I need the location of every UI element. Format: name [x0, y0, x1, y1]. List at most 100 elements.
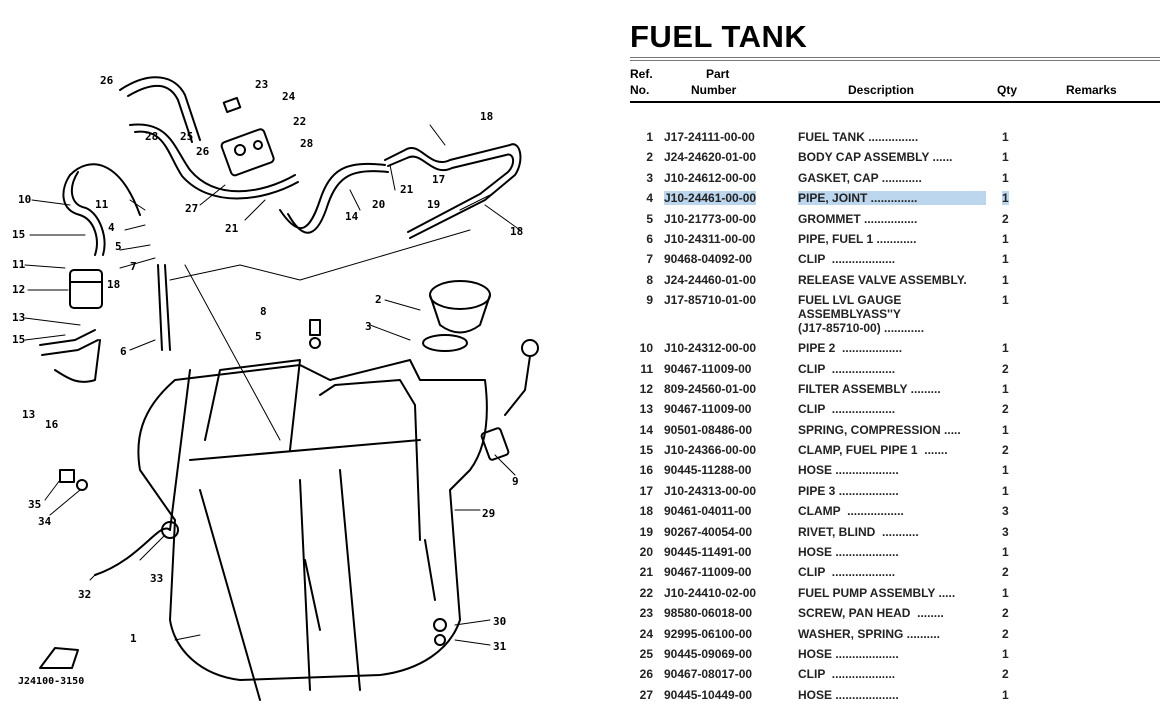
ref-cell: 7: [646, 252, 653, 267]
description-cell: GROMMET ................: [798, 211, 918, 226]
description-cell: FUEL LVL GAUGE ASSEMBLYASS''Y (J17-85710…: [798, 293, 925, 336]
callout: 30: [493, 615, 506, 628]
callout: 3: [365, 320, 372, 333]
part-number-cell: J17-24111-00-00: [664, 130, 755, 144]
callout: 7: [130, 260, 137, 273]
part-number-cell: 90445-11288-00: [664, 463, 752, 478]
ref-cell: 19: [639, 524, 653, 539]
description-cell: HOSE ...................: [798, 463, 899, 478]
callout: 29: [482, 507, 495, 520]
callout: 1: [130, 632, 137, 645]
callout: 35: [28, 498, 41, 511]
description-cell: HOSE ...................: [798, 687, 899, 702]
callout: 11: [12, 258, 26, 271]
part-number-cell: 90267-40054-00: [664, 524, 753, 539]
description-cell: BODY CAP ASSEMBLY ......: [798, 150, 953, 165]
title-rule: [630, 57, 1160, 58]
hose-10: [62, 174, 98, 256]
qty-cell: 1: [1002, 170, 1009, 185]
ref-cell: 11: [640, 361, 653, 376]
callout: 17: [432, 173, 445, 186]
qty-cell: 1: [1002, 272, 1009, 287]
header-remarks: Remarks: [1066, 83, 1117, 97]
qty-cell: 2: [1002, 402, 1009, 417]
callout: 8: [260, 305, 267, 318]
qty-cell: 2: [1002, 211, 1009, 226]
part-number-cell: J10-24312-00-00: [664, 341, 757, 356]
fuel-tank: [137, 359, 488, 681]
description-cell: SPRING, COMPRESSION .....: [798, 422, 961, 437]
callout: 27: [185, 202, 198, 215]
qty-cell: 3: [1002, 504, 1009, 519]
header-part-2: Number: [691, 83, 737, 97]
ref-cell: 25: [639, 646, 653, 661]
qty-cell: 1: [1002, 687, 1009, 702]
callout: 26: [196, 145, 210, 158]
qty-cell: 1: [1002, 646, 1009, 661]
ref-cell: 3: [646, 170, 653, 185]
description-cell: PIPE 2 ..................: [798, 341, 903, 356]
qty-cell: 1: [1002, 150, 1009, 165]
callout: 33: [150, 572, 163, 585]
parts-list: FUEL TANK Ref. No. Part Number Descripti…: [630, 20, 1160, 705]
filter: [69, 269, 103, 309]
qty-cell: 1: [1002, 422, 1009, 437]
hose-27: [129, 123, 296, 193]
page-title: FUEL TANK: [630, 19, 808, 54]
callout: 14: [345, 210, 359, 223]
qty-cell: 1: [1002, 585, 1009, 600]
part-number-cell: 90467-11009-00: [664, 402, 752, 417]
description-cell: PIPE 3 ..................: [798, 483, 899, 498]
ref-cell: 24: [639, 626, 653, 641]
exploded-parts-diagram: 26 23 24 22 18 28 25 26 28 10 11 4 5 7 1…: [12, 74, 539, 701]
part-number-cell: 90468-04092-00: [664, 252, 753, 267]
callout: 31: [493, 640, 507, 653]
callout: 18: [480, 110, 493, 123]
part-number-cell: J24-24620-01-00: [664, 150, 757, 165]
callout: 6: [120, 345, 127, 358]
callout: 10: [18, 193, 31, 206]
part-number-cell: J10-24311-00-00: [664, 231, 756, 246]
part-number-cell: J24-24460-01-00: [664, 272, 757, 287]
ref-cell: 23: [639, 606, 653, 621]
header-ref-2: No.: [630, 83, 650, 97]
description-cell: GASKET, CAP ............: [798, 170, 922, 185]
diagram-code: J24100-3150: [18, 676, 84, 687]
part-number-cell: 90467-11009-00: [664, 361, 752, 376]
description-cell: FUEL TANK ...............: [798, 130, 919, 144]
qty-cell: 2: [1002, 626, 1009, 641]
ref-cell: 26: [639, 667, 653, 682]
ref-cell: 13: [639, 402, 653, 417]
description-cell: SCREW, PAN HEAD ........: [798, 606, 944, 621]
callout: 21: [225, 222, 239, 235]
qty-cell: 2: [1002, 443, 1009, 458]
ref-cell: 8: [646, 272, 653, 287]
